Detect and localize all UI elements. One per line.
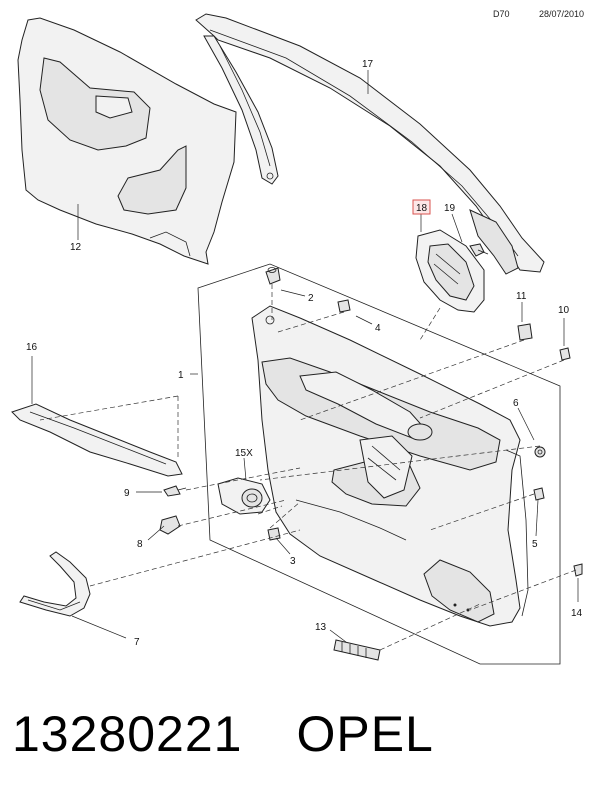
label-part-11: 11	[516, 291, 527, 302]
highlight-box-18	[412, 199, 431, 215]
part-5-clip	[533, 487, 545, 501]
label-part-17: 17	[362, 59, 374, 70]
label-part-15x: 15X	[235, 448, 253, 459]
part-6-clip	[534, 446, 546, 458]
callout-labels: 12 17 18 19 2 4 11 10 1 16 6 15X 9 8 3 5…	[26, 59, 583, 648]
label-part-18: 18	[416, 203, 428, 214]
drawing-date: 28/07/2010	[539, 9, 585, 19]
part-15x-speaker-grille	[217, 477, 271, 515]
part-14-clip	[573, 563, 583, 577]
label-part-12: 12	[70, 242, 82, 253]
part-number: 13280221	[12, 706, 243, 762]
label-part-2: 2	[308, 293, 314, 304]
label-part-19: 19	[444, 203, 456, 214]
label-part-3: 3	[290, 556, 296, 567]
part-1-door-trim-panel	[197, 263, 561, 665]
exploded-parts-diagram: 12 17 18 19 2 4 11 10 1 16 6 15X 9 8 3 5…	[11, 13, 583, 665]
leader-lines	[31, 70, 579, 643]
part-10-clip	[559, 347, 571, 361]
part-2-clip	[265, 267, 281, 285]
label-part-6: 6	[513, 398, 519, 409]
assembly-lines	[39, 284, 577, 651]
label-part-1: 1	[178, 370, 184, 381]
label-part-8: 8	[137, 539, 143, 550]
part-7-lower-trim	[19, 551, 91, 617]
label-part-7: 7	[134, 637, 140, 648]
part-17-window-seal	[195, 13, 545, 275]
part-18-handle-bezel	[415, 229, 485, 313]
part-13-clip-strip	[333, 639, 381, 661]
label-part-14: 14	[571, 608, 583, 619]
label-part-13: 13	[315, 622, 327, 633]
part-11-clip	[517, 323, 533, 341]
label-part-4: 4	[375, 323, 381, 334]
label-part-16: 16	[26, 342, 38, 353]
brand-name: OPEL	[296, 706, 434, 762]
drawing-code: D70	[493, 9, 510, 19]
part-4-clip	[337, 299, 351, 313]
part-12-insulation-panel	[17, 17, 237, 265]
label-part-10: 10	[558, 305, 570, 316]
label-part-9: 9	[124, 488, 130, 499]
part-3-clip	[267, 527, 281, 541]
part-19-screw	[469, 243, 489, 257]
part-16-belt-trim-strip	[11, 403, 183, 477]
label-part-5: 5	[532, 539, 538, 550]
part-9-screw	[163, 485, 187, 497]
part-footer: 13280221 OPEL	[12, 705, 592, 763]
part-8-cover	[159, 515, 181, 535]
